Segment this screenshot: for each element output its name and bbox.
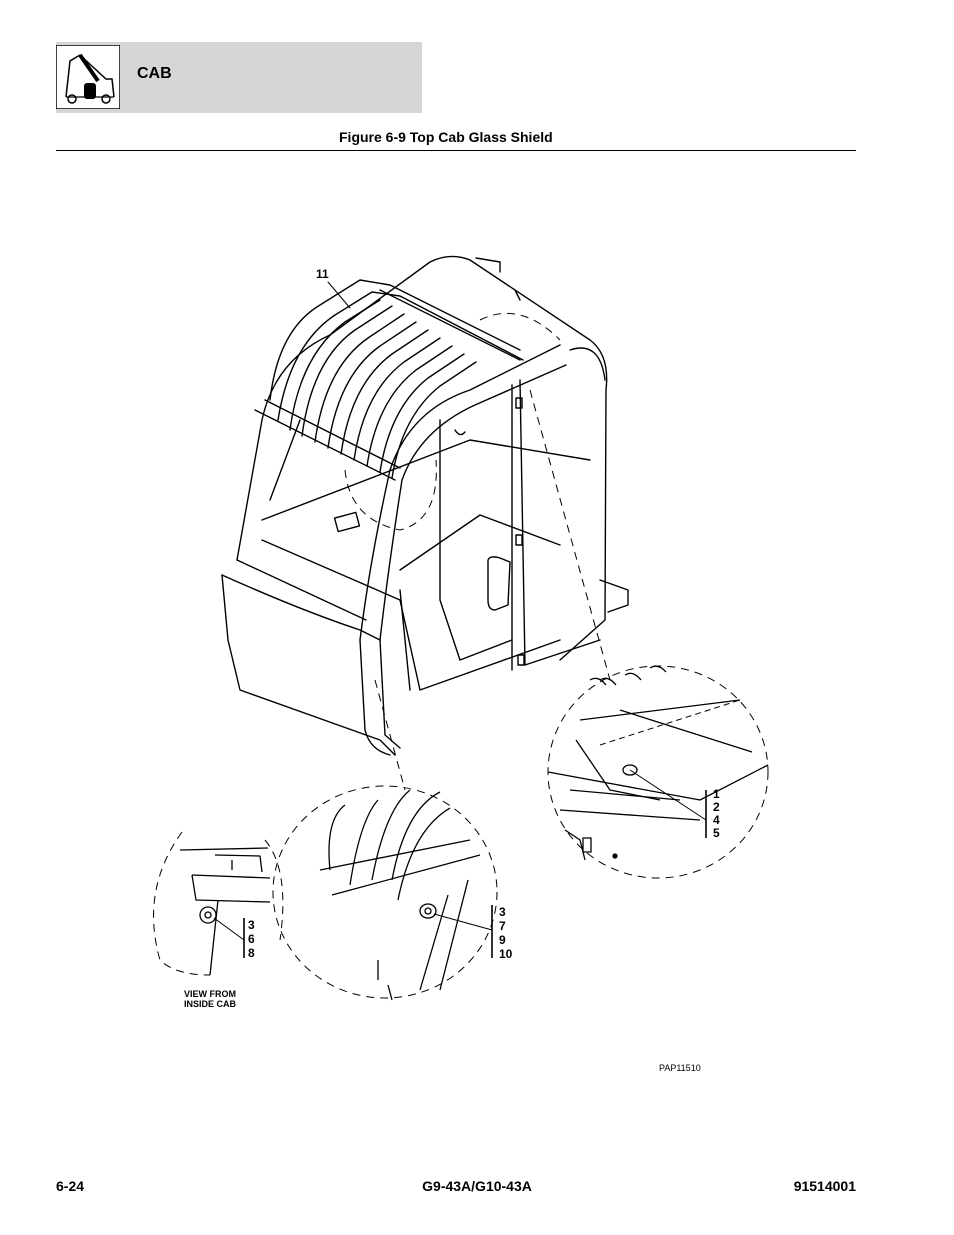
- callout-middle-4: 10: [499, 947, 513, 961]
- cab-machine-icon: [55, 44, 121, 110]
- figure-ref-code: PAP11510: [659, 1063, 701, 1073]
- callout-middle-2: 7: [499, 919, 506, 933]
- view-note-line2: INSIDE CAB: [184, 999, 237, 1009]
- footer-model: G9-43A/G10-43A: [422, 1178, 532, 1194]
- callout-right-1: 1: [713, 787, 720, 801]
- callout-left-1: 3: [248, 918, 255, 932]
- callout-middle-1: 3: [499, 905, 506, 919]
- callout-left-3: 8: [248, 946, 255, 960]
- section-title: CAB: [137, 65, 172, 82]
- figure-title: Figure 6-9 Top Cab Glass Shield: [339, 129, 553, 145]
- footer-page-number: 6-24: [56, 1178, 85, 1194]
- callout-guard: 11: [316, 267, 329, 281]
- callout-right-4: 5: [713, 826, 720, 840]
- callout-right-3: 4: [713, 813, 720, 827]
- callout-left-2: 6: [248, 932, 255, 946]
- header-rule: [56, 150, 856, 151]
- view-note-line1: VIEW FROM: [184, 989, 236, 999]
- footer-doc-number: 91514001: [793, 1178, 856, 1194]
- callout-middle-3: 9: [499, 933, 506, 947]
- callout-right-2: 2: [713, 800, 720, 814]
